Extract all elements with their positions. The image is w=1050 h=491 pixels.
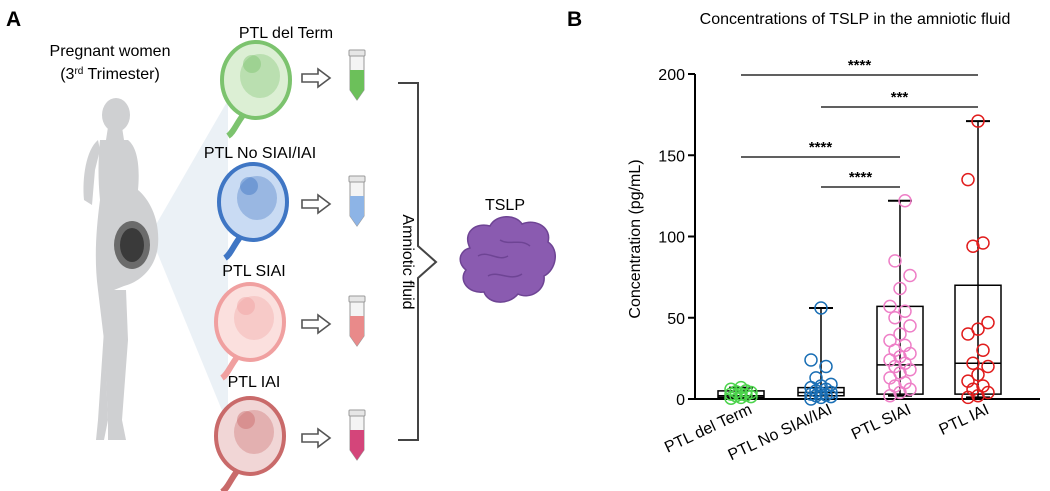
data-point (898, 338, 912, 353)
sample-tube-icon (348, 175, 366, 227)
bracket-label: Amniotic fluid (399, 214, 416, 309)
group-label-iai: PTL IAI (228, 374, 281, 391)
chart-title: Concentrations of TSLP in the amniotic f… (700, 11, 1011, 28)
panel-a: A Pregnant women (3rd Trimester) PTL del… (6, 8, 556, 491)
uterus-icon (214, 282, 286, 381)
data-point (888, 254, 902, 268)
uterus-icon (217, 162, 289, 261)
y-tick-label: 50 (667, 311, 685, 328)
data-point (893, 281, 907, 296)
arrow-icon (301, 313, 332, 335)
data-point (883, 333, 897, 348)
group-label-no-siai-iai: PTL No SIAI/IAI (204, 145, 316, 162)
y-axis-label: Concentration (pg/mL) (627, 159, 644, 318)
amniotic-fluid-bracket (398, 82, 438, 441)
y-tick-label: 0 (676, 392, 685, 409)
data-point (961, 374, 975, 388)
data-point (976, 379, 990, 393)
box-plot (954, 120, 1002, 399)
data-point (824, 377, 838, 392)
data-point (971, 367, 985, 382)
data-point (724, 382, 738, 396)
box (954, 284, 1002, 395)
x-tick-label: PTL SIAI (849, 401, 914, 443)
significance-label: **** (849, 169, 873, 186)
panel-b: B Concentrations of TSLP in the amniotic… (567, 8, 1040, 464)
x-tick-label: PTL IAI (937, 401, 992, 439)
panel-a-label: A (6, 8, 21, 31)
uterus-icon (220, 40, 292, 139)
sample-tube-icon (348, 295, 366, 347)
y-tick-label: 150 (658, 148, 685, 165)
data-point (976, 236, 990, 250)
data-point (903, 268, 917, 283)
tslp-protein-icon (459, 216, 556, 303)
projection-cone (150, 100, 228, 425)
uterus-icon (214, 396, 286, 491)
data-point (888, 311, 902, 325)
subject-label-line1: Pregnant women (50, 43, 171, 60)
data-point (809, 371, 823, 385)
data-point (819, 359, 833, 374)
group-label-del-term: PTL del Term (239, 25, 333, 42)
group-label-siai: PTL SIAI (222, 263, 285, 280)
y-tick-label: 100 (658, 230, 685, 247)
data-point (981, 315, 995, 330)
data-point (971, 114, 985, 128)
data-point (883, 299, 897, 314)
arrow-icon (301, 67, 332, 89)
data-point (961, 172, 975, 187)
data-point (814, 301, 828, 315)
data-point (898, 304, 912, 318)
data-point (966, 356, 980, 370)
arrow-icon (301, 193, 332, 215)
significance-label: **** (848, 57, 872, 74)
data-point (966, 239, 980, 253)
data-point (903, 319, 917, 333)
pregnant-woman-illustration (83, 98, 159, 440)
data-point (893, 327, 907, 341)
data-point (898, 194, 912, 208)
sample-tube-icon (348, 49, 366, 101)
y-tick-label: 200 (658, 67, 685, 84)
data-point (971, 322, 985, 336)
box (876, 305, 924, 395)
arrow-icon (301, 427, 332, 449)
sample-tube-icon (348, 409, 366, 461)
subject-label-line2: (3rd Trimester) (60, 66, 160, 84)
significance-label: **** (809, 139, 833, 156)
data-point (804, 353, 818, 367)
tslp-label: TSLP (485, 197, 525, 214)
data-point (976, 343, 990, 357)
significance-label: *** (891, 89, 909, 106)
data-point (734, 380, 748, 395)
panel-b-label: B (567, 8, 582, 31)
data-point (981, 359, 995, 374)
